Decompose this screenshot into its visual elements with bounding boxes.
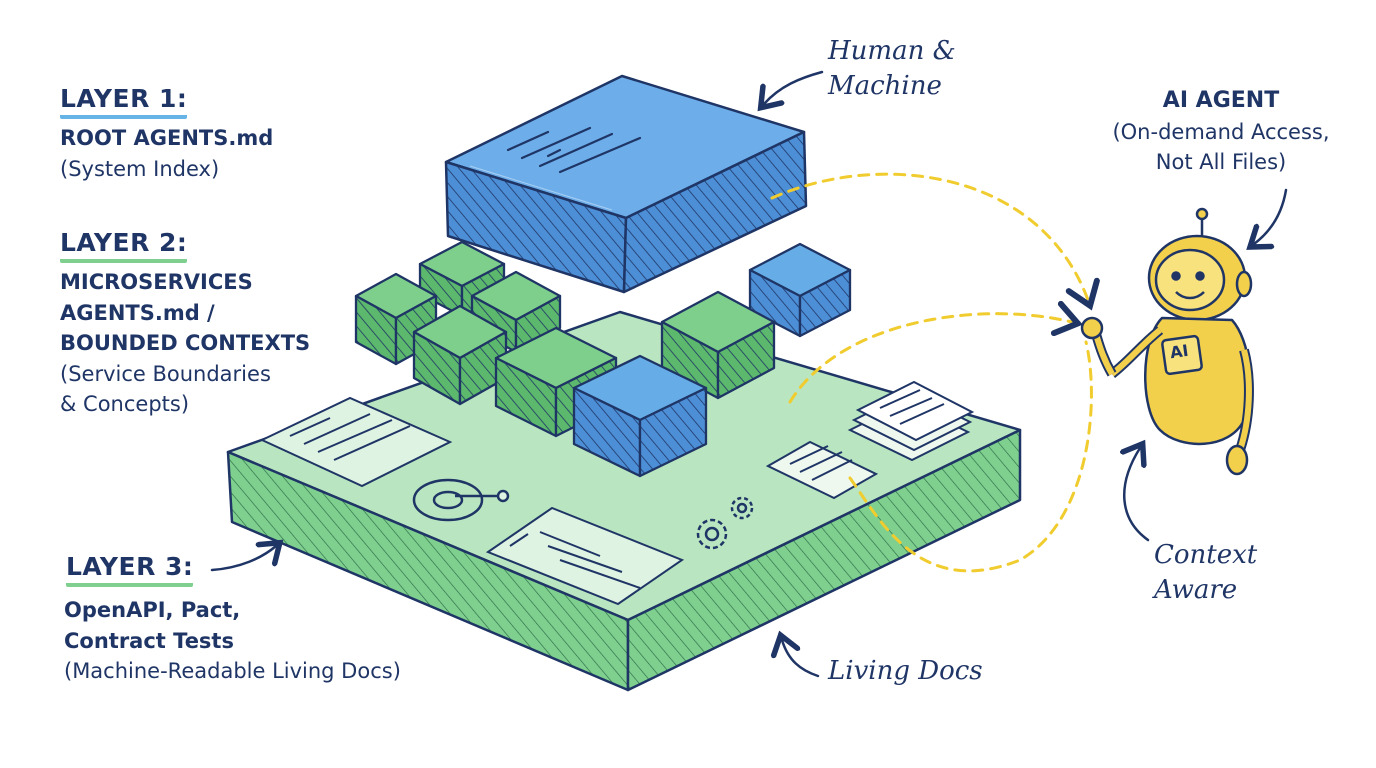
annotation-arrows [210,70,1288,678]
note-line: Machine [828,71,942,101]
ai-agent-subtitle-line: (On-demand Access, [1112,119,1330,144]
human-machine-note: Human & Machine [828,34,956,104]
document-icon [259,396,453,488]
layer3-title-line: Contract Tests [64,628,234,653]
note-line: Context [1154,540,1258,570]
layer2-title-line: MICROSERVICES [60,270,253,294]
page-icon [765,440,879,500]
code-window-icon [485,506,685,606]
robot-badge: AI [1168,340,1190,363]
context-aware-note: Context Aware [1154,538,1257,608]
layer2-title-line: AGENTS.md / [60,300,215,325]
layer1-heading: LAYER 1: [60,84,188,119]
gauge-icon [412,478,510,522]
layer2-subtitle-line: (Service Boundaries [60,361,271,386]
layer3-label: LAYER 3: OpenAPI, Pact, Contract Tests (… [64,552,401,687]
layer1-label: LAYER 1: ROOT AGENTS.md (System Index) [60,84,273,184]
context-connectors [770,172,1100,573]
layer3-subtitle: (Machine-Readable Living Docs) [64,659,401,683]
ai-agent-label: AI AGENT (On-demand Access, Not All File… [1096,86,1346,178]
note-line: Aware [1154,575,1238,605]
layer1-subtitle: (System Index) [60,156,220,181]
living-docs-note: Living Docs [828,656,983,686]
layer2-title-line: BOUNDED CONTEXTS [60,331,311,355]
gears-icon [696,496,754,550]
service-block-green [470,270,562,354]
layer1-slab [444,74,808,294]
service-block-blue [572,354,708,478]
layer3-title-line: OpenAPI, Pact, [64,598,241,622]
layer2-label: LAYER 2: MICROSERVICES AGENTS.md / BOUND… [60,228,310,420]
service-block-green [412,304,508,406]
service-block-green [660,290,776,400]
ai-agent-title: AI AGENT [1162,88,1280,113]
layer2-service-blocks [354,240,852,478]
note-line: Human & [828,36,956,66]
ai-agent-robot [1080,207,1254,476]
layer2-subtitle-line: & Concepts) [60,392,190,416]
stacked-docs-icon [847,380,975,462]
service-block-blue [748,242,852,338]
layer2-heading: LAYER 2: [60,228,188,263]
ai-agent-subtitle-line: Not All Files) [1155,150,1287,174]
layer3-heading: LAYER 3: [66,552,194,587]
layer1-title: ROOT AGENTS.md [60,126,274,150]
